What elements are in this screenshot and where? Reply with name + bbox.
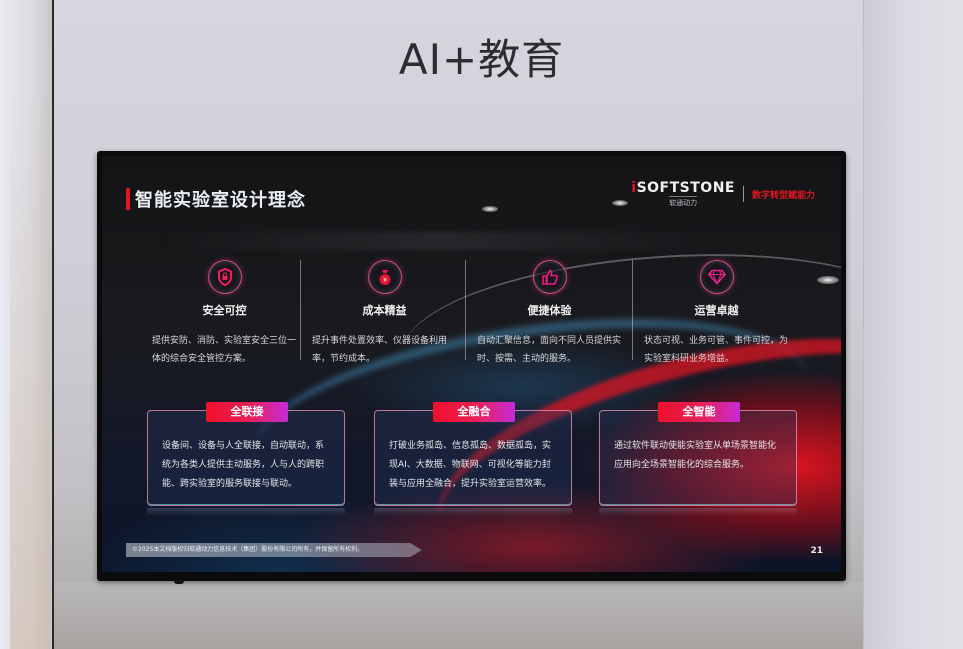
logo-mark: iSOFTSTONE 软通动力 — [631, 180, 735, 208]
logo-wordmark: iSOFTSTONE — [631, 180, 735, 196]
logo-divider — [742, 186, 744, 202]
logo-brand: SOFTSTONE — [636, 180, 735, 196]
feature-title: 运营卓越 — [694, 304, 739, 317]
card-reflection — [147, 508, 345, 516]
card-reflection — [599, 508, 797, 516]
tv-foot — [174, 580, 184, 584]
card-label: 全智能 — [658, 402, 740, 422]
wall-panel-right — [863, 0, 963, 649]
logo-prefix: i — [631, 180, 637, 196]
reflection-blur — [162, 232, 722, 250]
wall-title: AI+教育 — [398, 35, 565, 84]
card-reflection — [374, 508, 572, 516]
wall-lower-area — [54, 582, 863, 649]
card-body: 设备间、设备与人全联接，自动联动，系统为各类人提供主动服务，人与人的跨职能、跨实… — [162, 441, 325, 489]
feature-cost: ¥ 成本精益 提升事件处置效率、仪器设备利用率，节约成本。 — [302, 260, 467, 368]
feature-title: 成本精益 — [362, 304, 407, 317]
logo-slogan: 数字转型赋能力 — [751, 190, 815, 201]
column-divider — [632, 260, 633, 360]
card-label: 全联接 — [206, 402, 288, 422]
feature-description: 状态可视、业务可管、事件可控，为实验室科研业务增益。 — [644, 336, 789, 364]
feature-title: 安全可控 — [202, 304, 247, 317]
feature-safety: 安全可控 提供安防、消防、实验室安全三位一体的综合安全管控方案。 — [142, 260, 307, 368]
column-divider — [465, 260, 466, 360]
column-divider — [300, 260, 301, 360]
card-body: 打破业务孤岛、信息孤岛、数据孤岛，实现AI、大数据、物联网、可视化等能力封装与应… — [389, 441, 552, 489]
card-body: 通过软件联动使能实验室从单场景智能化应用向全场景智能化的综合服务。 — [614, 441, 777, 470]
copyright-footer: ©2025本文档版权归软通动力信息技术（集团）股份有限公司所有，并保留所有权利。 — [126, 543, 422, 557]
slide-screen: 智能实验室设计理念 iSOFTSTONE 软通动力 数字转型赋能力 安全可控 提… — [102, 156, 841, 572]
feature-title: 便捷体验 — [527, 304, 572, 317]
diamond-icon — [699, 260, 734, 294]
shield-lock-icon — [207, 260, 242, 294]
wall-panel-left — [0, 0, 54, 649]
logo-subtitle: 软通动力 — [669, 196, 698, 208]
page-number: 21 — [810, 546, 823, 556]
card-full-integration: 全融合 打破业务孤岛、信息孤岛、数据孤岛，实现AI、大数据、物联网、可视化等能力… — [374, 402, 572, 506]
money-bag-icon: ¥ — [367, 260, 402, 294]
thumbs-up-icon — [532, 260, 567, 294]
svg-text:¥: ¥ — [383, 277, 387, 284]
ceiling-light-reflection — [482, 206, 498, 212]
feature-description: 提升事件处置效率、仪器设备利用率，节约成本。 — [312, 336, 448, 364]
tv-display: 智能实验室设计理念 iSOFTSTONE 软通动力 数字转型赋能力 安全可控 提… — [97, 151, 846, 581]
feature-description: 提供安防、消防、实验室安全三位一体的综合安全管控方案。 — [152, 336, 297, 364]
slide-title: 智能实验室设计理念 — [135, 190, 306, 211]
isoftstone-logo: iSOFTSTONE 软通动力 数字转型赋能力 — [631, 180, 815, 208]
card-full-intelligence: 全智能 通过软件联动使能实验室从单场景智能化应用向全场景智能化的综合服务。 — [599, 402, 797, 506]
feature-operations: 运营卓越 状态可视、业务可管、事件可控，为实验室科研业务增益。 — [634, 260, 799, 368]
feature-row: 安全可控 提供安防、消防、实验室安全三位一体的综合安全管控方案。 ¥ 成本精益 … — [142, 260, 802, 364]
card-label: 全融合 — [433, 402, 515, 422]
feature-experience: 便捷体验 自动汇聚信息，面向不同人员提供实时、按需、主动的服务。 — [467, 260, 632, 368]
ceiling-light-reflection — [612, 200, 628, 206]
ceiling-light-reflection — [817, 276, 839, 284]
card-full-connection: 全联接 设备间、设备与人全联接，自动联动，系统为各类人提供主动服务，人与人的跨职… — [147, 402, 345, 506]
feature-description: 自动汇聚信息，面向不同人员提供实时、按需、主动的服务。 — [477, 336, 622, 364]
title-accent-bar — [126, 188, 130, 210]
